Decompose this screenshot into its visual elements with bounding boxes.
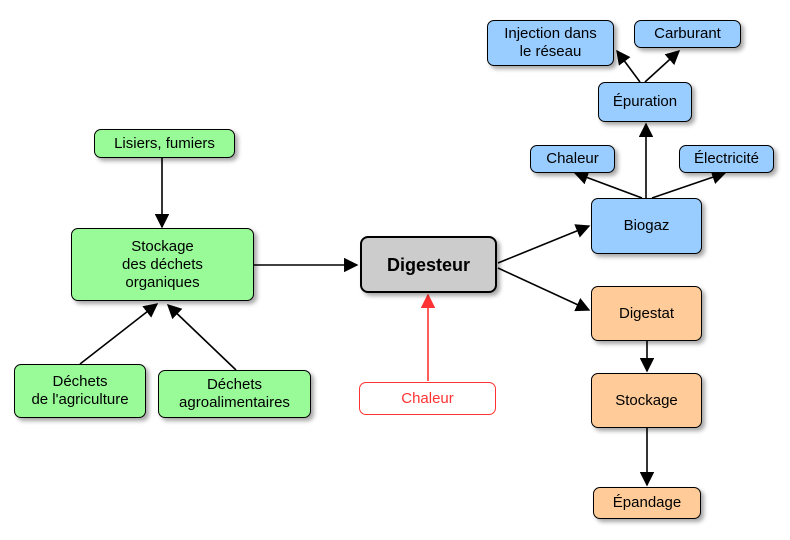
node-electricite: Électricité [679, 145, 774, 173]
node-epandage: Épandage [593, 487, 701, 519]
arrow-epuration-to-carburant [644, 50, 681, 83]
node-lisiers-fumiers: Lisiers, fumiers [94, 129, 235, 158]
node-digestat: Digestat [591, 286, 702, 341]
arrow-agroalimentaires-to-stockage [166, 304, 237, 371]
arrow-epuration-to-injection [616, 49, 641, 83]
node-injection-reseau: Injection dans le réseau [487, 20, 614, 66]
node-stockage-digestat: Stockage [591, 373, 702, 428]
node-dechets-agroalimentaires: Déchets agroalimentaires [158, 370, 311, 418]
node-digesteur: Digesteur [360, 236, 497, 293]
node-chaleur-input: Chaleur [359, 382, 496, 415]
arrow-agriculture-to-stockage [79, 303, 159, 365]
arrow-biogaz-to-chaleur [573, 170, 643, 199]
node-chaleur-output: Chaleur [530, 145, 615, 173]
node-dechets-agriculture: Déchets de l'agriculture [14, 364, 146, 418]
arrow-digesteur-to-digestat [497, 267, 591, 312]
arrow-biogaz-to-electricite [651, 170, 727, 199]
node-biogaz: Biogaz [591, 198, 702, 254]
node-stockage-dechets-organiques: Stockage des déchets organiques [71, 228, 254, 301]
arrow-digesteur-to-biogaz [497, 224, 591, 264]
node-epuration: Épuration [598, 82, 692, 122]
node-carburant: Carburant [634, 20, 741, 48]
